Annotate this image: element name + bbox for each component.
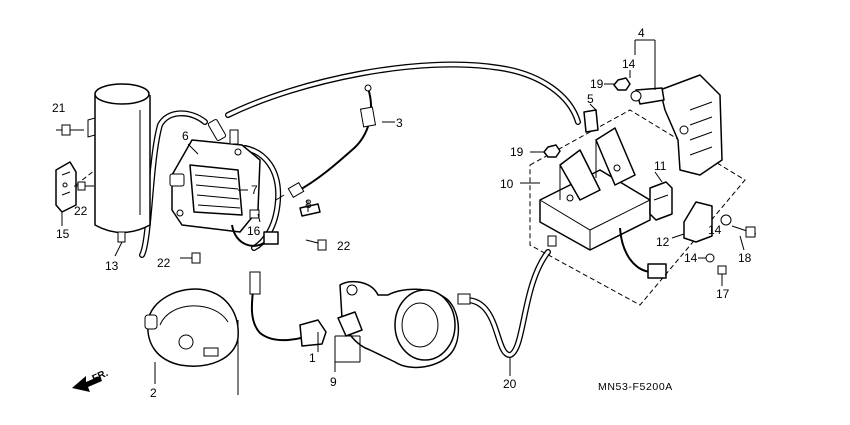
callout-22-lower: 22: [157, 256, 171, 270]
bolt-18: [731, 225, 757, 238]
callout-13: 13: [105, 259, 119, 273]
part-11: [649, 181, 673, 221]
diagram-code: MN53-F5200A: [598, 381, 673, 393]
direction-label: FR.: [91, 368, 110, 385]
clip-5: [583, 109, 599, 133]
washer-14-right: [705, 214, 732, 263]
callout-10: 10: [500, 177, 514, 191]
callout-14-lower: 14: [684, 251, 698, 265]
callout-18: 18: [738, 251, 752, 265]
vacuum-actuator-9: [337, 280, 471, 369]
solenoid-valve-6: [169, 119, 261, 233]
callout-22-left: 22: [74, 204, 88, 218]
connector-16: [231, 209, 279, 247]
bolt-21: [56, 124, 84, 136]
cable-3: [275, 84, 377, 201]
callout-9: 9: [330, 375, 337, 389]
callout-6: 6: [182, 129, 189, 143]
callout-21: 21: [52, 101, 66, 115]
callout-11: 11: [654, 159, 667, 173]
nut-19-left: [543, 144, 561, 158]
bolt-22-left: [74, 181, 94, 191]
callout-8: 8: [305, 197, 312, 211]
bolt-17: [717, 265, 727, 275]
bracket-4: [635, 74, 723, 176]
callout-2: 2: [150, 386, 157, 400]
bracket-15: [55, 117, 96, 213]
actuator-2: [144, 288, 239, 395]
washer-14-top: [630, 90, 642, 102]
callout-20: 20: [503, 377, 517, 391]
callout-22-center: 22: [337, 239, 351, 253]
leader-lines: [61, 39, 745, 384]
canister-13: [94, 83, 151, 243]
direction-arrow: FR.: [72, 368, 110, 392]
hose-canister-to-valve: [139, 110, 208, 258]
callout-4: 4: [638, 26, 645, 40]
arrow-icon: [72, 376, 102, 392]
hose-valve-lower: [242, 145, 282, 251]
callout-17: 17: [716, 287, 730, 301]
callout-12: 12: [656, 235, 670, 249]
group-outline-10: [529, 109, 746, 306]
clamp-8: [299, 200, 321, 217]
hose-20: [463, 249, 551, 359]
nut-19-top: [613, 77, 631, 91]
bolt-22-center: [305, 239, 327, 251]
callout-16: 16: [247, 224, 261, 238]
callout-19-top: 19: [590, 77, 604, 91]
callout-7: 7: [251, 183, 258, 197]
callout-14-right-a: 14: [708, 223, 722, 237]
callout-5: 5: [587, 92, 594, 106]
control-unit-10: [539, 127, 667, 279]
bolt-22-lower: [180, 252, 201, 264]
callout-14-top: 14: [622, 57, 636, 71]
callout-1: 1: [309, 351, 316, 365]
part-12: [683, 201, 713, 243]
callout-3: 3: [396, 116, 403, 130]
callout-15: 15: [56, 227, 70, 241]
vacuum-hose-top: [225, 61, 581, 125]
callout-19-left: 19: [510, 145, 524, 159]
cable-1: [249, 271, 327, 347]
